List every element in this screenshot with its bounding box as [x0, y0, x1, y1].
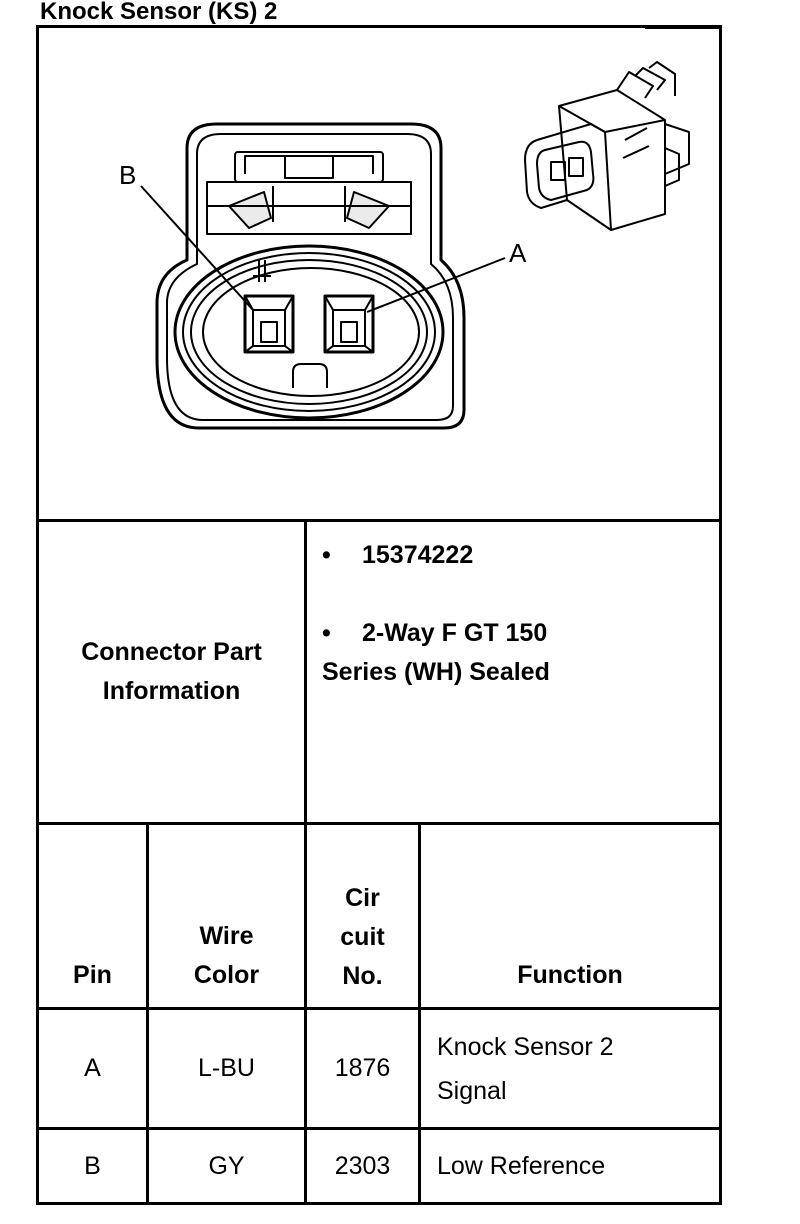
table-row-a-function-line1: Knock Sensor 2 [437, 1033, 614, 1061]
table-row-b-circuit: 2303 [334, 1151, 391, 1180]
connector-info-label-line1: Connector Part [81, 638, 262, 666]
divider-diagram [36, 519, 722, 522]
table-row-b-pin: B [84, 1151, 101, 1180]
header-pin: Pin [73, 960, 112, 989]
page-title: Knock Sensor (KS) 2 [40, 0, 278, 25]
connector-table-frame [36, 25, 722, 1205]
table-row-a-circuit: 1876 [334, 1054, 391, 1082]
table-row-a-pin: A [84, 1054, 101, 1082]
divider-row-a [36, 1127, 722, 1130]
table-row-b-wire-color: GY [208, 1151, 245, 1180]
connector-diagram: B A [39, 28, 719, 520]
pin-b-label: B [119, 160, 136, 190]
connector-description-line2: Series (WH) Sealed [322, 658, 550, 686]
bullet-icon: • [322, 541, 331, 569]
divider-col-3 [418, 822, 421, 1205]
terminal-b [243, 294, 295, 354]
part-number: 15374222 [362, 541, 474, 569]
header-function: Function [517, 960, 623, 989]
bullet-icon: • [322, 619, 331, 647]
divider-info [36, 822, 722, 825]
connector-face-view [140, 122, 506, 430]
connector-description-line1: 2-Way F GT 150 [362, 619, 548, 647]
pin-a-label: A [509, 238, 527, 268]
divider-col-1 [146, 822, 149, 1205]
connector-3d-view [524, 61, 690, 231]
header-circuit: Cir cuit No. [340, 883, 385, 990]
table-row-a-function-line2: Signal [437, 1077, 507, 1105]
terminal-a [323, 294, 375, 354]
connector-info-label-line2: Information [102, 677, 241, 705]
divider-info-col [304, 519, 307, 823]
table-row-b-function: Low Reference [437, 1152, 606, 1180]
connector-info-label: Connector Part Information [39, 522, 304, 822]
divider-header [36, 1007, 722, 1010]
header-wire-color: Wire Color [193, 922, 260, 989]
divider-col-2 [304, 822, 307, 1205]
table-row-a-wire-color: L-BU [198, 1054, 255, 1082]
